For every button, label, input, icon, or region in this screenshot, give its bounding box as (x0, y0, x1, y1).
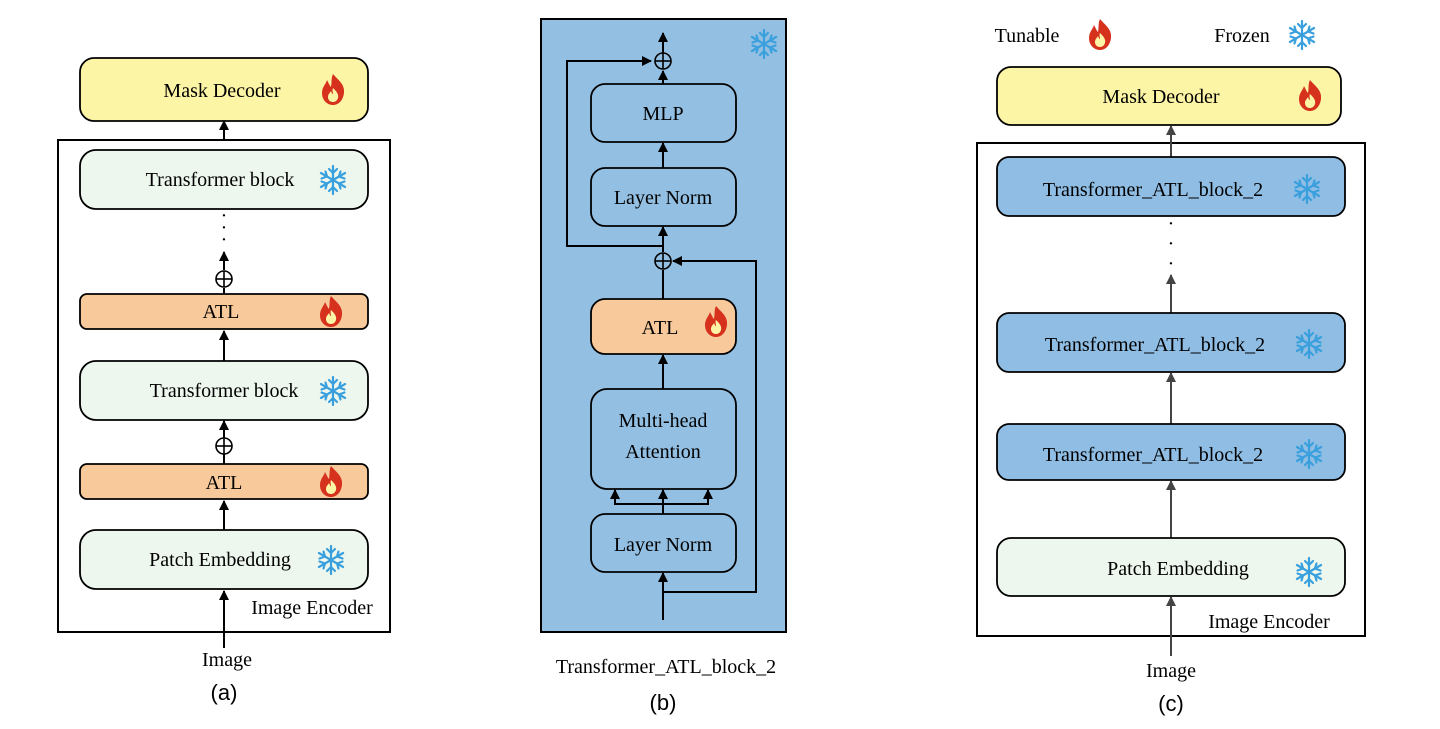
panel-c-caption: (c) (1158, 691, 1184, 716)
panel-b-residual-lower (663, 256, 757, 593)
panel-c: Tunable Frozen Mask Decoder Transformer_… (976, 19, 1366, 716)
panel-c-input-label: Image (1146, 660, 1196, 682)
panel-c-block-mid-label: Transformer_ATL_block_2 (1045, 334, 1265, 356)
panel-b-layernorm-top-label: Layer Norm (614, 187, 713, 209)
panel-c-block-top-label: Transformer_ATL_block_2 (1043, 179, 1263, 201)
svg-text:·: · (221, 217, 228, 239)
panel-a-atl-top-label: ATL (203, 301, 240, 323)
svg-text:·: · (221, 229, 228, 251)
panel-a-mask-decoder-label: Mask Decoder (163, 80, 281, 102)
panel-b-caption: (b) (650, 690, 677, 715)
add-icon (215, 437, 233, 455)
legend: Tunable Frozen (995, 19, 1316, 51)
panel-b-mha-line1: Multi-head (619, 410, 708, 432)
svg-text:·: · (1168, 233, 1175, 255)
panel-a-patch-embedding-box (79, 529, 369, 590)
panel-a-atl-top-box (79, 293, 369, 330)
panel-b-residual-upper (566, 56, 663, 247)
panel-a-atl-bottom-box (79, 463, 369, 500)
panel-a-dots: · (221, 205, 228, 227)
panel-a-caption: (a) (211, 680, 238, 705)
panel-c-block-bottom-label: Transformer_ATL_block_2 (1043, 444, 1263, 466)
legend-frozen-label: Frozen (1214, 25, 1270, 47)
panel-b-mha-line2: Attention (625, 441, 701, 463)
add-icon (215, 270, 233, 288)
legend-tunable-label: Tunable (995, 25, 1060, 47)
panel-a-transformer-top-box (79, 149, 369, 210)
panel-a-transformer-top-label: Transformer block (146, 169, 295, 191)
panel-b: MLP Layer Norm ATL Multi-head Attention … (540, 18, 787, 715)
panel-c-patch-embedding-label: Patch Embedding (1107, 558, 1249, 580)
snowflake-icon (1288, 19, 1316, 51)
panel-a-encoder-label: Image Encoder (251, 597, 373, 619)
panel-a-transformer-mid-label: Transformer block (150, 380, 299, 402)
panel-b-title: Transformer_ATL_block_2 (556, 656, 776, 678)
panel-c-mask-decoder-label: Mask Decoder (1102, 86, 1220, 108)
panel-a-patch-embedding-label: Patch Embedding (149, 549, 291, 571)
panel-c-encoder-label: Image Encoder (1208, 611, 1330, 633)
flame-icon (1089, 19, 1112, 50)
add-icon (654, 252, 672, 270)
panel-b-layernorm-bottom-label: Layer Norm (614, 534, 713, 556)
panel-b-atl-label: ATL (642, 317, 679, 339)
panel-b-mlp-label: MLP (642, 103, 683, 125)
panel-b-mha-box (590, 388, 737, 490)
panel-c-block-top-box (996, 156, 1346, 217)
add-icon (654, 52, 672, 70)
panel-a-input-label: Image (202, 649, 252, 671)
svg-text:·: · (1168, 253, 1175, 275)
panel-c-dots: · (1168, 213, 1175, 235)
panel-a-atl-bottom-label: ATL (206, 472, 243, 494)
panel-a: Mask Decoder Transformer block · · · ATL… (57, 57, 391, 705)
